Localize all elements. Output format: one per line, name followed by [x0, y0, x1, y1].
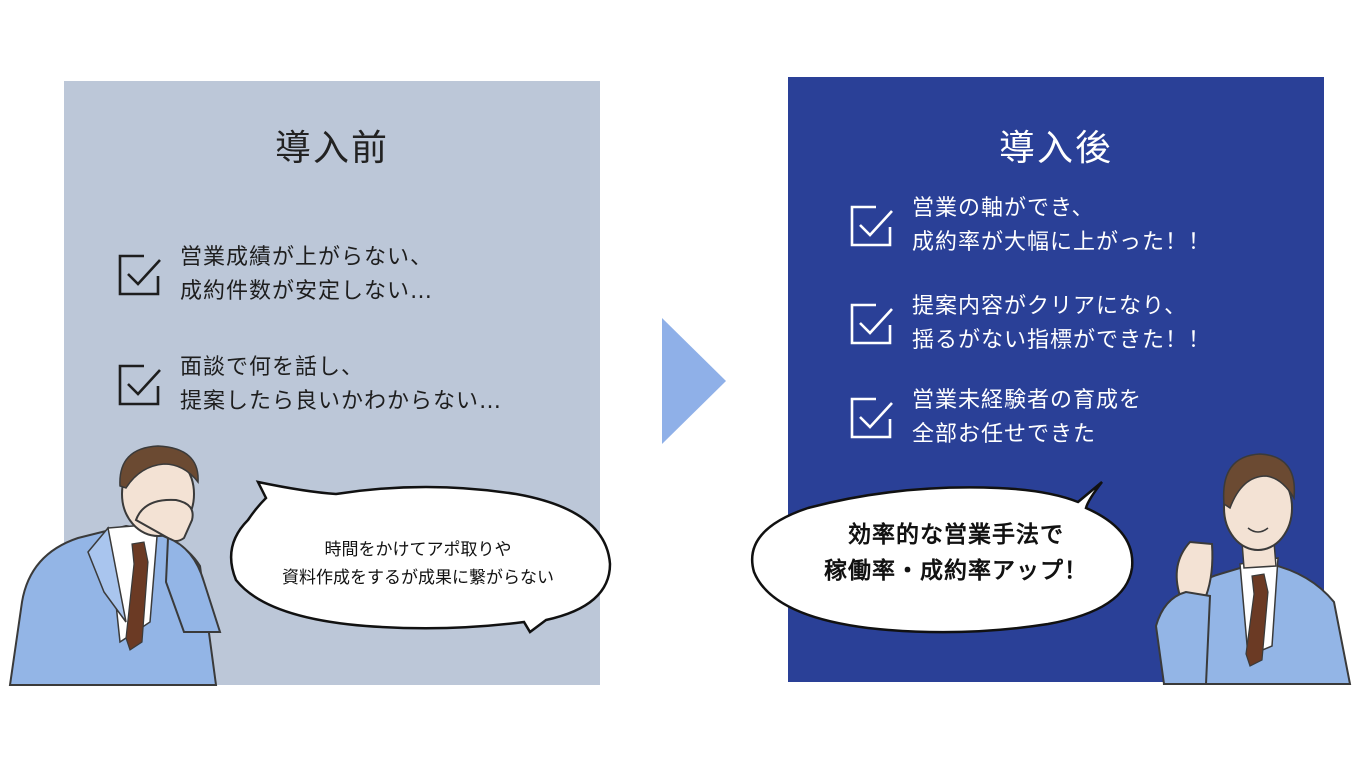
- after-item-line2: 全部お任せできた: [912, 422, 1097, 447]
- before-item-line2: 提案したら良いかわからない…: [180, 389, 503, 414]
- before-item: 営業成績が上がらない、 成約件数が安定しない…: [116, 241, 433, 309]
- after-item: 提案内容がクリアになり、 揺るがない指標ができた！！: [848, 290, 1211, 358]
- speech-bubble: [750, 481, 1134, 634]
- right-triangle-arrow-icon: [662, 318, 726, 444]
- after-speech-line2: 稼働率・成約率アップ！: [824, 558, 1088, 584]
- checkbox-check-icon: [850, 303, 893, 345]
- before-item-line2: 成約件数が安定しない…: [180, 279, 434, 304]
- before-item-line1: 面談で何を話し、: [180, 355, 365, 380]
- after-item-line1: 提案内容がクリアになり、: [912, 294, 1188, 319]
- checkbox-check-icon: [118, 254, 161, 296]
- checkbox-check-icon: [118, 364, 161, 406]
- after-speech-line1: 効率的な営業手法で: [848, 522, 1064, 548]
- before-speech-text: 時間をかけてアポ取りや 資料作成をするが成果に繋がらない: [228, 536, 608, 592]
- confident-businessman-illustration: [1154, 453, 1352, 685]
- before-title: 導入前: [274, 128, 389, 169]
- checkbox-check-icon: [850, 397, 893, 439]
- after-item-line2: 揺るがない指標ができた！！: [912, 328, 1212, 353]
- checkbox-check-icon: [850, 205, 893, 247]
- after-title: 導入後: [998, 128, 1113, 169]
- before-item: 面談で何を話し、 提案したら良いかわからない…: [116, 351, 502, 419]
- before-item-line1: 営業成績が上がらない、: [180, 245, 434, 270]
- before-speech-line2: 資料作成をするが成果に繋がらない: [282, 568, 554, 588]
- after-item-line1: 営業未経験者の育成を: [912, 388, 1143, 413]
- speech-bubble: [229, 480, 612, 634]
- after-item-line2: 成約率が大幅に上がった！！: [912, 230, 1212, 255]
- before-speech-line1: 時間をかけてアポ取りや: [324, 540, 512, 560]
- after-speech-text: 効率的な営業手法で 稼働率・成約率アップ！: [756, 517, 1156, 589]
- after-item: 営業の軸ができ、 成約率が大幅に上がった！！: [848, 192, 1211, 260]
- troubled-businessman-illustration: [8, 445, 222, 686]
- after-item-line1: 営業の軸ができ、: [912, 196, 1095, 221]
- after-item: 営業未経験者の育成を 全部お任せできた: [848, 384, 1142, 452]
